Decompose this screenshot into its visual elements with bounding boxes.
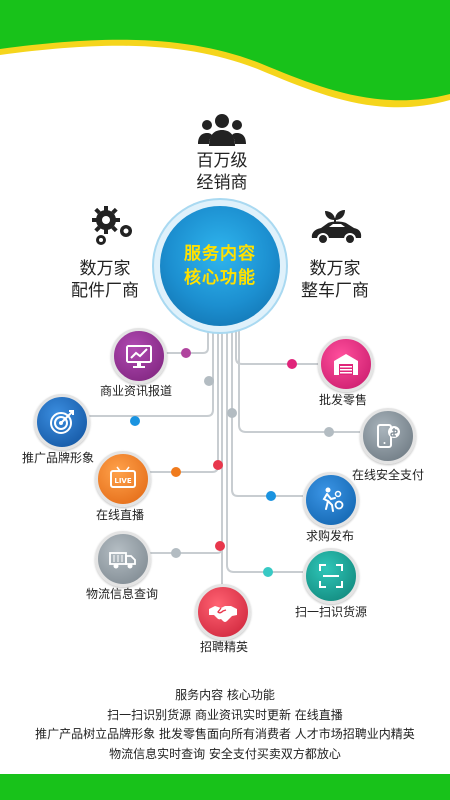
people-group-icon <box>198 114 246 146</box>
feature-label-recruit-elite: 招聘精英 <box>199 640 248 654</box>
top-node-label: 百万级 经销商 <box>175 150 269 194</box>
feature-label-wholesale-retail: 批发零售 <box>318 393 367 407</box>
truck-icon <box>109 552 136 569</box>
warehouse-icon <box>334 354 358 375</box>
bottom-bar <box>0 774 450 800</box>
live-tv-icon: LIVE <box>110 466 136 488</box>
feature-secure-payment[interactable] <box>360 408 416 464</box>
feature-label-scan-source: 扫一扫识货源 <box>294 605 367 619</box>
runner-gears-icon <box>322 487 344 512</box>
hub-circle: 服务内容 核心功能 <box>160 206 280 326</box>
hub-line2: 核心功能 <box>184 268 256 288</box>
right-node-line1: 数万家 <box>309 259 361 279</box>
feature-label-secure-payment: 在线安全支付 <box>351 468 424 482</box>
right-node-label: 数万家 整车厂商 <box>290 258 380 302</box>
target-icon <box>50 410 74 434</box>
left-node-label: 数万家 配件厂商 <box>60 258 150 302</box>
feature-recruit-elite[interactable] <box>195 584 251 640</box>
handshake-icon <box>209 606 237 622</box>
monitor-chart-icon <box>126 345 152 368</box>
feature-label-business-news: 商业资讯报道 <box>99 384 172 398</box>
feature-purchase-request[interactable] <box>303 472 359 528</box>
feature-scan-source[interactable] <box>303 548 359 604</box>
gears-icon <box>92 206 132 245</box>
right-node-line2: 整车厂商 <box>301 281 369 301</box>
phone-payment-icon <box>377 424 400 448</box>
feature-wholesale-retail[interactable] <box>318 336 374 392</box>
top-wave-decoration <box>0 0 450 108</box>
top-node-line1: 百万级 <box>196 151 248 171</box>
hub-line1: 服务内容 <box>184 244 256 264</box>
feature-live-stream[interactable]: LIVE <box>95 451 151 507</box>
scan-frame-icon <box>319 564 343 588</box>
feature-logistics-query[interactable] <box>95 531 151 587</box>
svg-text:LIVE: LIVE <box>114 477 131 485</box>
feature-brand-promotion[interactable] <box>34 394 90 450</box>
eco-car-icon <box>311 210 362 245</box>
feature-label-live-stream: 在线直播 <box>95 508 144 522</box>
left-node-line2: 配件厂商 <box>71 281 139 301</box>
feature-label-brand-promotion: 推广品牌形象 <box>21 451 94 465</box>
feature-business-news[interactable] <box>111 328 167 384</box>
footer-line1: 服务内容 核心功能 <box>175 688 275 702</box>
feature-label-logistics-query: 物流信息查询 <box>85 587 158 601</box>
feature-label-purchase-request: 求购发布 <box>305 529 354 543</box>
top-node-line2: 经销商 <box>196 173 248 193</box>
footer-line4: 物流信息实时查询 安全支付买卖双方都放心 <box>109 746 341 761</box>
footer-summary: 服务内容 核心功能 扫一扫识别货源 商业资讯实时更新 在线直播 推广产品树立品牌… <box>0 686 450 764</box>
footer-line3: 推广产品树立品牌形象 批发零售面向所有消费者 人才市场招聘业内精英 <box>35 727 415 741</box>
footer-line2: 扫一扫识别货源 商业资讯实时更新 在线直播 <box>107 707 343 722</box>
left-node-line1: 数万家 <box>79 259 131 279</box>
